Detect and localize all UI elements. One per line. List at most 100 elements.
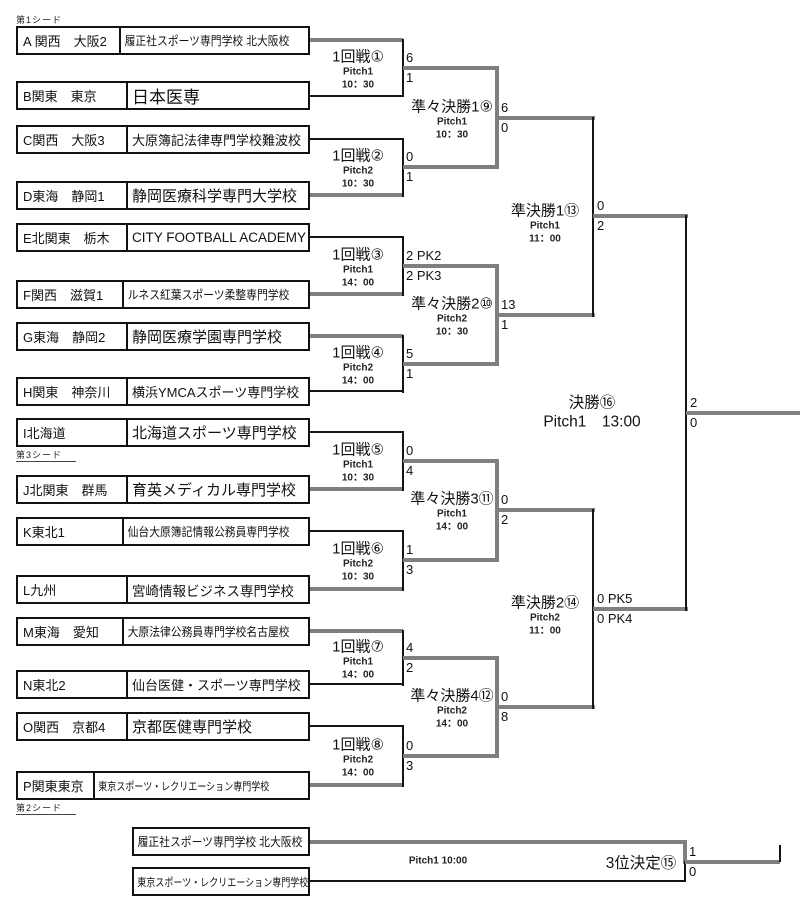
team-region: L九州 xyxy=(18,577,128,602)
score-top: 0 xyxy=(406,738,414,753)
match-name: 1回戦⑤ xyxy=(332,441,384,459)
bracket-line xyxy=(779,845,781,862)
score-top: 1 xyxy=(406,542,414,557)
team-region: A 関西 大阪2 xyxy=(18,28,121,53)
bracket-line xyxy=(497,508,595,512)
match-time: 10：30 xyxy=(341,79,375,90)
match-name: 決勝⑯ xyxy=(568,394,616,412)
team-school: ルネス紅葉スポーツ柔整専門学校 xyxy=(127,288,290,302)
seed-label-2: 第2シード xyxy=(16,801,77,815)
match-name: 準決勝2⑭ xyxy=(510,594,580,612)
bracket-line xyxy=(593,214,688,218)
bracket-line xyxy=(310,334,403,338)
team-school: 育英メディカル専門学校 xyxy=(132,482,296,499)
bracket-line xyxy=(310,530,403,532)
match-pitch: Pitch1 xyxy=(529,220,560,232)
bracket-line xyxy=(497,116,595,120)
score-bottom: 2 xyxy=(406,660,414,675)
bracket-line xyxy=(403,165,497,169)
match-time: 14：00 xyxy=(435,521,469,532)
score-bottom: 2 PK3 xyxy=(406,268,442,283)
score-bottom: 4 xyxy=(406,463,414,478)
team-school: 履正社スポーツ専門学校 北大阪校 xyxy=(124,34,290,48)
match-pitch-time: Pitch1 13:00 xyxy=(543,413,641,430)
bracket-line xyxy=(403,362,497,366)
match-pitch: Pitch2 xyxy=(529,612,560,624)
score-bottom: 3 xyxy=(406,758,414,773)
bracket-line xyxy=(310,95,403,97)
score-bottom: 0 xyxy=(501,120,509,135)
match-pitch: Pitch2 xyxy=(342,165,374,177)
match-time: 10：30 xyxy=(435,326,469,337)
third-place-pitch-time: Pitch1 10:00 xyxy=(408,855,468,867)
team-school: 宮崎情報ビジネス専門学校 xyxy=(132,583,294,599)
team-school: 日本医専 xyxy=(132,88,200,107)
team-school: 京都医健専門学校 xyxy=(132,719,253,736)
match-time: 14：00 xyxy=(341,375,375,386)
bracket-line xyxy=(403,264,497,268)
bracket-line xyxy=(685,860,780,864)
bracket-line xyxy=(310,629,403,633)
score-top: 0 xyxy=(501,492,509,507)
bracket-line xyxy=(403,558,497,562)
bracket-line xyxy=(310,880,685,882)
team-box-j: J北関東 群馬育英メディカル専門学校 xyxy=(16,475,310,504)
team-box-i: I北海道北海道スポーツ専門学校 xyxy=(16,418,310,447)
third-place-box-top: 履正社スポーツ専門学校 北大阪校 xyxy=(132,827,310,856)
match-name: 準々決勝1⑨ xyxy=(411,98,493,116)
bracket-line xyxy=(497,313,595,317)
bracket-line xyxy=(310,587,403,591)
bracket-line xyxy=(310,840,685,844)
match-pitch: Pitch1 xyxy=(342,66,374,78)
seed-label-3: 第3シード xyxy=(16,448,77,462)
team-region: N東北2 xyxy=(18,672,128,697)
team-box-l: L九州宮崎情報ビジネス専門学校 xyxy=(16,575,310,604)
bracket-line xyxy=(403,66,497,70)
bracket-line xyxy=(310,193,403,197)
match-name: 1回戦③ xyxy=(332,246,384,264)
team-school: 北海道スポーツ専門学校 xyxy=(132,425,297,442)
team-box-h: H関東 神奈川横浜YMCAスポーツ専門学校 xyxy=(16,377,310,406)
match-name: 準々決勝4⑫ xyxy=(410,687,494,705)
match-name: 準々決勝2⑩ xyxy=(411,295,493,313)
team-region: C関西 大阪3 xyxy=(18,127,128,152)
bracket-line xyxy=(593,607,688,611)
score-bottom: 1 xyxy=(406,366,414,381)
team-region: M東海 愛知 xyxy=(18,619,124,644)
team-school: 静岡医療科学専門大学校 xyxy=(132,188,298,205)
bracket-line xyxy=(310,292,403,296)
score-top: 13 xyxy=(501,297,516,312)
bracket-line xyxy=(684,861,686,882)
team-region: I北海道 xyxy=(18,420,128,445)
score-top: 0 PK5 xyxy=(597,591,633,606)
bracket-line xyxy=(403,656,497,660)
score-top: 2 PK2 xyxy=(406,248,442,263)
match-time: 14：00 xyxy=(341,669,375,680)
bracket-line xyxy=(310,236,403,238)
team-region: F関西 滋賀1 xyxy=(18,282,125,307)
team-school: 東京スポーツ・レクリエーション専門学校 xyxy=(98,780,270,793)
match-pitch: Pitch2 xyxy=(342,754,374,766)
match-pitch: Pitch2 xyxy=(436,313,468,325)
match-time: 11：00 xyxy=(529,625,561,636)
bracket-line xyxy=(683,840,687,864)
match-name: 1回戦① xyxy=(332,48,384,66)
bracket-line xyxy=(310,725,403,727)
team-region: J北関東 群馬 xyxy=(18,477,128,502)
score-top: 0 xyxy=(597,198,605,213)
score-bottom: 2 xyxy=(597,218,605,233)
team-school: 東京スポーツ・レクリエーション専門学校 xyxy=(137,876,309,889)
match-pitch: Pitch2 xyxy=(436,705,467,717)
bracket-line xyxy=(403,459,497,463)
team-region: D東海 静岡1 xyxy=(18,183,128,208)
